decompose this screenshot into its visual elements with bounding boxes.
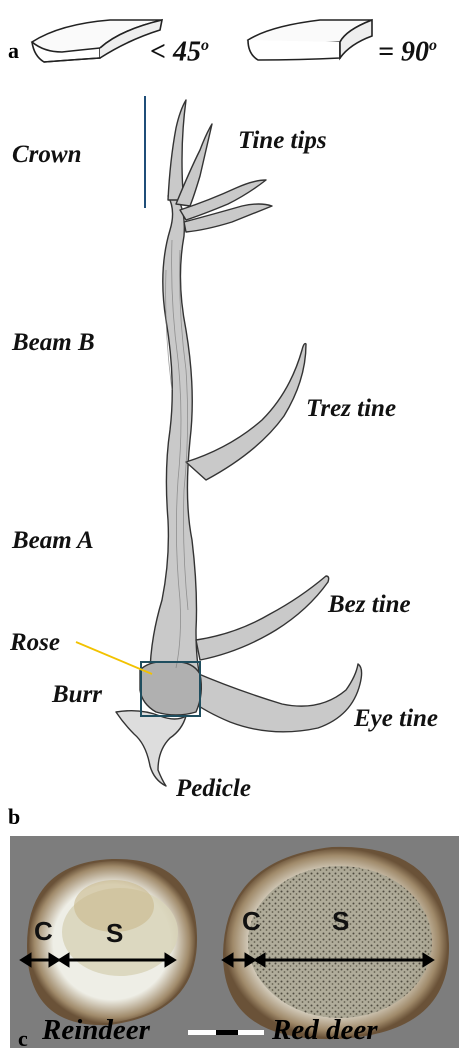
angle-equal-label: = 90o	[378, 38, 437, 66]
label-tine-tips: Tine tips	[238, 128, 327, 153]
slab-angled-sketch	[32, 20, 162, 62]
panel-c-letter: c	[18, 1028, 28, 1050]
label-bez-tine: Bez tine	[328, 592, 411, 617]
label-crown: Crown	[12, 142, 81, 167]
panel-c-photo: C S C S c Reindeer Red deer	[10, 836, 459, 1048]
red-deer-c-label: C	[242, 908, 261, 934]
reindeer-s-label: S	[106, 920, 123, 946]
red-deer-cross-section	[224, 848, 448, 1038]
antler-drawing	[116, 100, 362, 786]
label-trez-tine: Trez tine	[306, 396, 396, 421]
label-beam-b: Beam B	[12, 330, 95, 355]
scale-bar	[188, 1030, 264, 1035]
label-burr: Burr	[52, 682, 102, 707]
reindeer-c-label: C	[34, 918, 53, 944]
label-pedicle: Pedicle	[176, 776, 251, 801]
reindeer-label: Reindeer	[42, 1016, 150, 1045]
label-eye-tine: Eye tine	[354, 706, 438, 731]
red-deer-label: Red deer	[272, 1016, 378, 1045]
label-beam-a: Beam A	[12, 528, 94, 553]
slab-square-sketch	[248, 20, 372, 60]
angle-less-than-label: < 45o	[150, 38, 209, 66]
label-rose: Rose	[10, 630, 60, 655]
panel-b-letter: b	[8, 806, 20, 828]
red-deer-s-label: S	[332, 908, 349, 934]
rose-leader-line	[76, 642, 152, 674]
